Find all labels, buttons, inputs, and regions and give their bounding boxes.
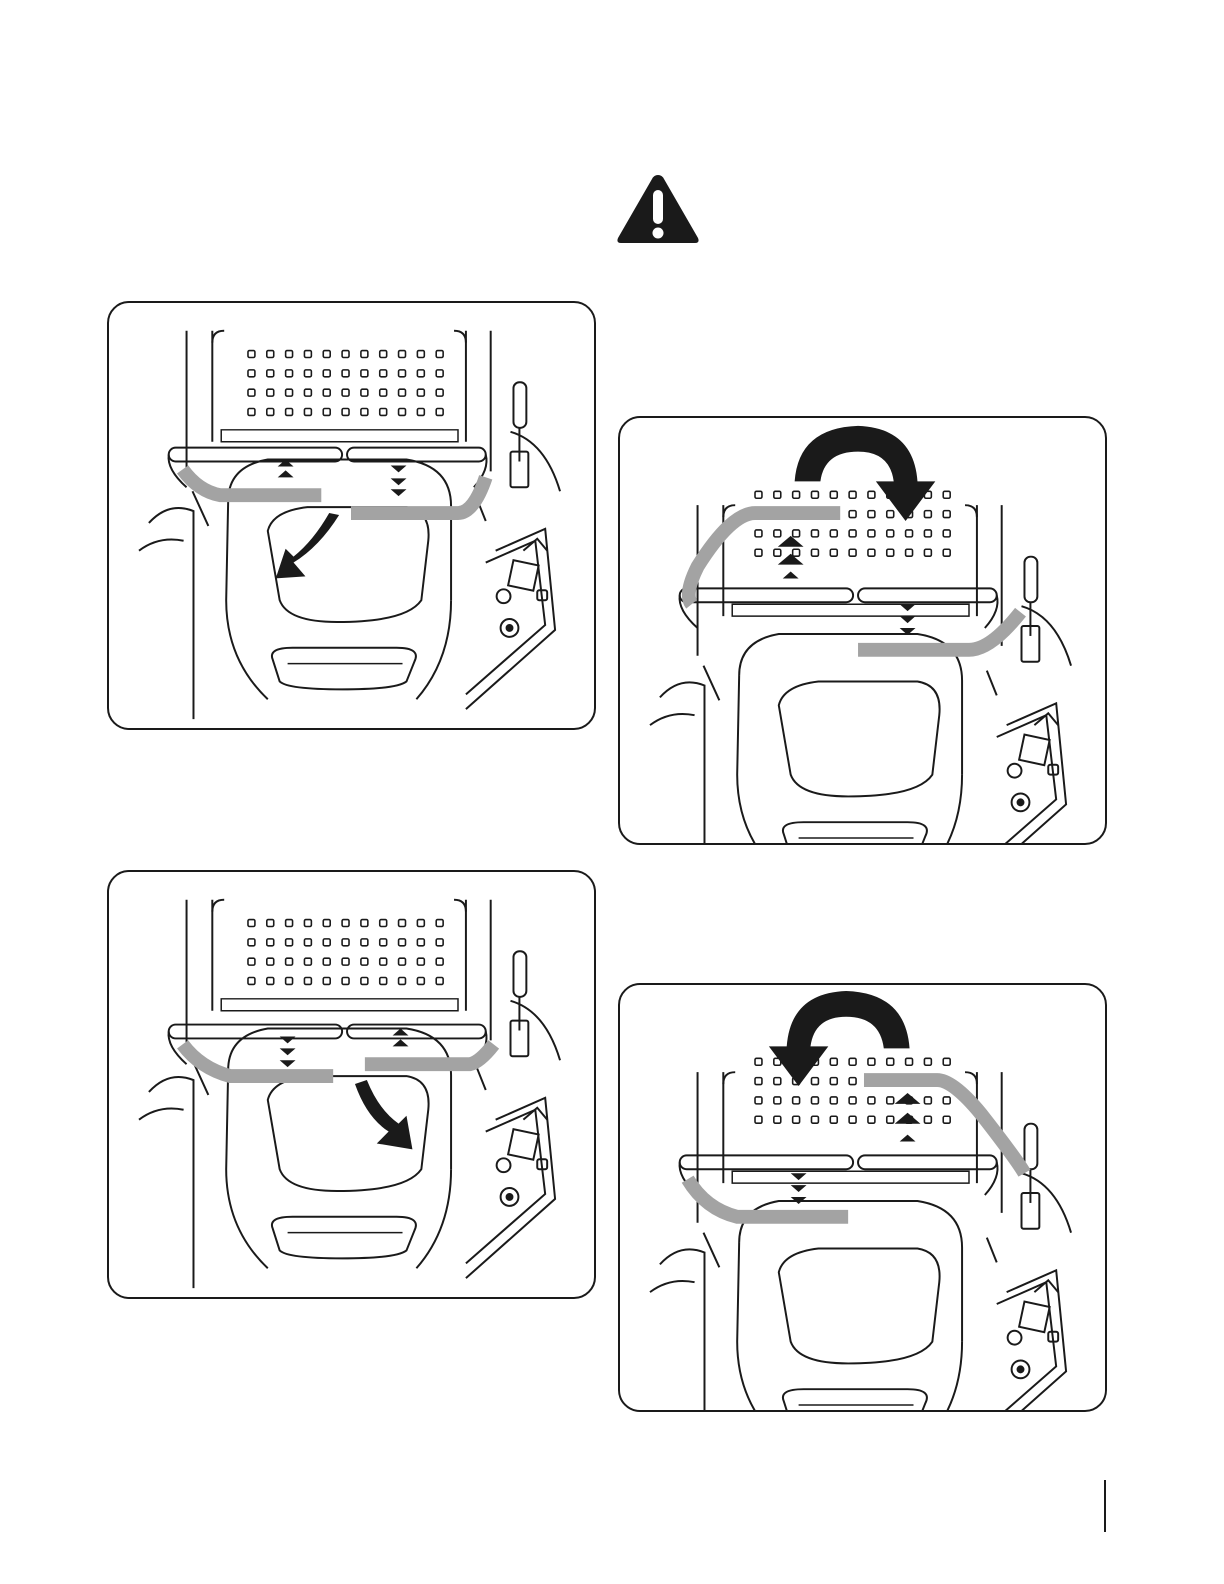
rotate-down-left-arrow-icon — [276, 513, 339, 578]
mower-illustration — [109, 303, 594, 728]
figure-handle-lower-left — [107, 301, 596, 730]
figure-handle-raise-left — [618, 416, 1107, 845]
mower-illustration — [620, 418, 1105, 843]
warning-triangle-icon — [615, 172, 701, 246]
mower-illustration — [620, 985, 1105, 1410]
rotate-counterclockwise-arrow-icon — [769, 991, 910, 1086]
figure-handle-lower-right — [107, 870, 596, 1299]
figure-handle-raise-right — [618, 983, 1107, 1412]
rotate-down-right-arrow-icon — [355, 1080, 412, 1149]
page-edge-marker — [1104, 1480, 1106, 1532]
mower-illustration — [109, 872, 594, 1297]
